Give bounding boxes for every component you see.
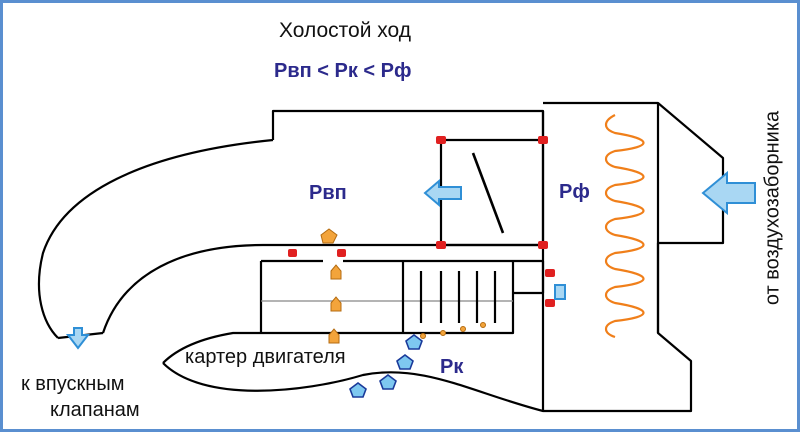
- pressure-formula: Pвп < Pк < Pф: [274, 60, 412, 82]
- crankcase-pressure-label: Pк: [440, 356, 464, 378]
- pcv-system-diagram: [37, 101, 756, 413]
- filter-pressure-label: Pф: [559, 181, 590, 203]
- oil-drops: [320, 228, 486, 344]
- blow-by-gas-particles: [349, 334, 423, 398]
- intake-valves-label-line2: клапанам: [50, 399, 140, 421]
- air-intake-label: от воздухозаборника: [761, 110, 784, 306]
- crankcase-outline: [162, 362, 544, 413]
- arrow-into-manifold-icon: [423, 178, 462, 208]
- filter-spring: [604, 114, 645, 339]
- diagram-title: Холостой ход: [279, 19, 412, 42]
- intake-manifold-upper-wall: [37, 109, 545, 339]
- intake-manifold-lower-wall: [101, 243, 543, 334]
- throttle-plate: [471, 152, 505, 234]
- arrow-breather-icon: [554, 284, 566, 300]
- arrow-from-air-intake-icon: [701, 170, 756, 216]
- intake-pressure-label: Pвп: [309, 182, 347, 204]
- engine-block: [162, 259, 545, 364]
- intake-valves-label-line1: к впускным: [21, 373, 125, 395]
- crankcase-label: картер двигателя: [185, 346, 346, 368]
- arrow-to-intake-valves-icon: [65, 327, 91, 350]
- seals: [288, 136, 555, 307]
